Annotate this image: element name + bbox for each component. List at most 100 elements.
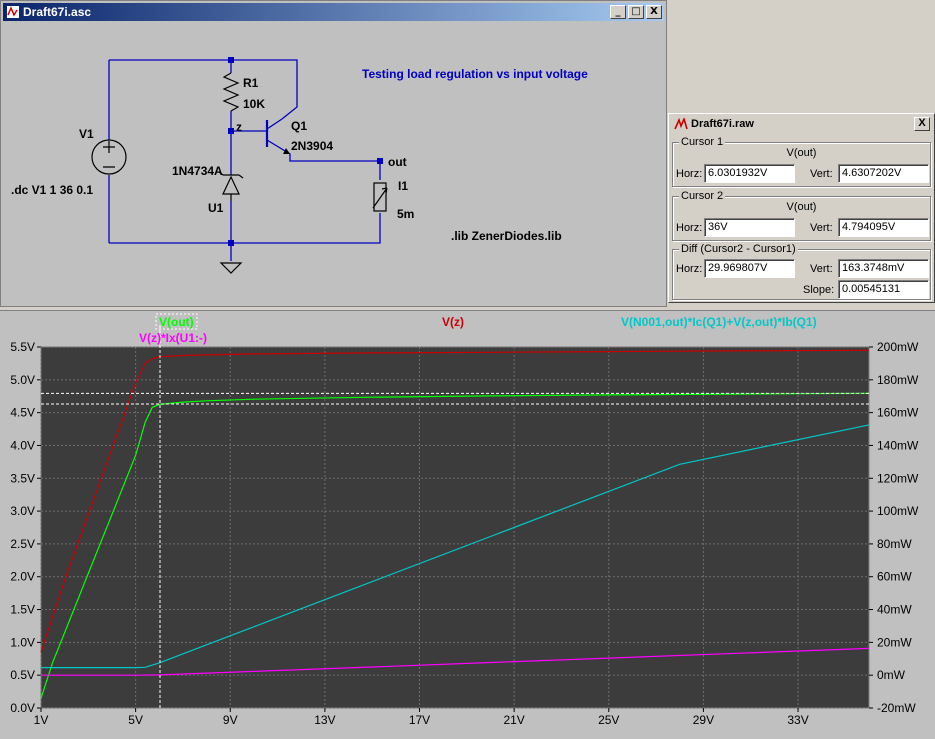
cursor-titlebar[interactable]: Draft67i.raw X bbox=[671, 116, 932, 133]
series-line-0 bbox=[40, 392, 870, 699]
y-right-tick-label: 0mW bbox=[877, 668, 906, 682]
schematic-drawing bbox=[91, 57, 388, 274]
cursor2-group-label: Cursor 2 bbox=[679, 190, 726, 202]
close-button[interactable]: X bbox=[646, 5, 662, 19]
legend-label-2: V(N001,out)*Ic(Q1)+V(z,out)*Ib(Q1) bbox=[621, 315, 817, 329]
diff-horz-field[interactable]: 29.969807V bbox=[704, 259, 795, 278]
transistor-arrow-icon bbox=[283, 148, 290, 154]
cursor-window: Draft67i.raw X Cursor 1 V(out) Horz: 6.0… bbox=[668, 113, 935, 303]
legend-selected-box bbox=[155, 313, 198, 330]
y-right-tick-label: 20mW bbox=[877, 635, 912, 649]
legend-label-0: V(out) bbox=[159, 315, 194, 329]
legend-label-1: V(z) bbox=[442, 315, 464, 329]
y-right-tick-label: 160mW bbox=[877, 406, 919, 420]
schematic-canvas[interactable]: Testing load regulation vs input voltage… bbox=[5, 23, 664, 304]
y-right-tick-label: 120mW bbox=[877, 471, 919, 485]
diff-vert-label: Vert: bbox=[810, 263, 833, 275]
i1-label: I1 bbox=[398, 179, 409, 193]
legend-label-3: V(z)*Ix(U1:-) bbox=[139, 331, 207, 345]
q1-label: Q1 bbox=[291, 119, 308, 133]
slope-field[interactable]: 0.00545131 bbox=[838, 280, 929, 299]
diff-group-label: Diff (Cursor2 - Cursor1) bbox=[679, 243, 798, 255]
cursor1-vert-field[interactable]: 4.6307202V bbox=[838, 164, 929, 183]
cursor1-group: Cursor 1 V(out) Horz: 6.0301932V Vert: 4… bbox=[672, 136, 931, 187]
node-out-label: out bbox=[388, 155, 407, 169]
voltage-source-v1-icon bbox=[91, 139, 127, 175]
ground-icon bbox=[219, 262, 243, 274]
zener-label: U1 bbox=[208, 201, 224, 215]
zener-model: 1N4734A bbox=[172, 164, 223, 178]
x-tick-label: 29V bbox=[693, 713, 714, 727]
cursor-title: Draft67i.raw bbox=[691, 118, 754, 130]
y-left-tick-label: 2.0V bbox=[10, 570, 35, 584]
resistor-r1-icon bbox=[222, 72, 240, 112]
y-right-tick-label: 200mW bbox=[877, 340, 919, 354]
ltspice-icon bbox=[7, 6, 19, 18]
y-right-tick-label: 180mW bbox=[877, 373, 919, 387]
minimize-button[interactable]: _ bbox=[610, 5, 626, 19]
cursor1-horz-field[interactable]: 6.0301932V bbox=[704, 164, 795, 183]
x-tick-label: 21V bbox=[503, 713, 524, 727]
waveform-icon bbox=[674, 118, 688, 130]
v1-label: V1 bbox=[79, 127, 94, 141]
diff-vert-field[interactable]: 163.3748mV bbox=[838, 259, 929, 278]
x-tick-label: 13V bbox=[314, 713, 335, 727]
q1-model: 2N3904 bbox=[291, 139, 334, 153]
y-left-tick-label: 4.0V bbox=[10, 438, 35, 452]
y-left-tick-label: 5.0V bbox=[10, 373, 35, 387]
x-tick-label: 5V bbox=[128, 713, 143, 727]
zener-diode-u1-icon bbox=[218, 171, 244, 201]
cursor2-trace: V(out) bbox=[786, 201, 817, 213]
y-left-tick-label: 0.5V bbox=[10, 668, 35, 682]
schematic-titlebar[interactable]: Draft67i.asc _ □ X bbox=[3, 3, 664, 21]
dc-directive: .dc V1 1 36 0.1 bbox=[11, 183, 94, 197]
maximize-button[interactable]: □ bbox=[628, 5, 644, 19]
x-tick-label: 1V bbox=[34, 713, 49, 727]
node-z-label: z bbox=[236, 120, 242, 134]
cursor1-trace: V(out) bbox=[786, 147, 817, 159]
r1-label: R1 bbox=[243, 76, 259, 90]
cursor1-group-label: Cursor 1 bbox=[679, 136, 726, 148]
cursor1-horz-label: Horz: bbox=[676, 168, 703, 180]
plot-area bbox=[40, 346, 870, 709]
slope-label: Slope: bbox=[803, 284, 835, 296]
y-left-tick-label: 0.0V bbox=[10, 701, 35, 715]
y-left-tick-label: 4.5V bbox=[10, 406, 35, 420]
y-left-tick-label: 3.5V bbox=[10, 471, 35, 485]
cursor2-group: Cursor 2 V(out) Horz: 36V Vert: 4.794095… bbox=[672, 190, 931, 241]
diff-horz-label: Horz: bbox=[676, 263, 703, 275]
cursor2-horz-label: Horz: bbox=[676, 222, 703, 234]
i1-value: 5m bbox=[397, 207, 415, 221]
x-tick-label: 9V bbox=[223, 713, 238, 727]
y-right-tick-label: 100mW bbox=[877, 504, 919, 518]
series-line-2 bbox=[41, 424, 870, 669]
y-left-tick-label: 1.5V bbox=[10, 603, 35, 617]
schematic-title: Draft67i.asc bbox=[23, 5, 92, 19]
cursor2-vert-field[interactable]: 4.794095V bbox=[838, 218, 929, 237]
series-line-1 bbox=[40, 349, 870, 653]
wire-top bbox=[109, 59, 298, 120]
y-right-tick-label: 140mW bbox=[877, 438, 919, 452]
x-tick-label: 25V bbox=[598, 713, 619, 727]
cursor2-vert-label: Vert: bbox=[810, 222, 833, 234]
y-right-tick-label: 60mW bbox=[877, 570, 912, 584]
waveform-chart[interactable]: 0.0V 0.5V 1.0V 1.5V 2.0V 2.5V 3.0V 3.5V 4.0V 4.5V… bbox=[0, 311, 935, 739]
y-right-tick-label: 40mW bbox=[877, 603, 912, 617]
y-left-tick-label: 5.5V bbox=[10, 340, 35, 354]
y-left-tick-label: 1.0V bbox=[10, 635, 35, 649]
close-button[interactable]: X bbox=[914, 117, 930, 131]
schematic-annotation: Testing load regulation vs input voltage bbox=[362, 67, 588, 81]
y-right-tick-label: -20mW bbox=[877, 701, 916, 715]
y-left-tick-label: 3.0V bbox=[10, 504, 35, 518]
r1-value: 10K bbox=[243, 97, 266, 111]
cursor1-vert-label: Vert: bbox=[810, 168, 833, 180]
waveform-plot-pane[interactable]: 0.0V 0.5V 1.0V 1.5V 2.0V 2.5V 3.0V 3.5V 4.0V 4.5V… bbox=[0, 310, 935, 739]
x-tick-label: 17V bbox=[409, 713, 430, 727]
wire-bottom bbox=[109, 216, 381, 244]
y-right-tick-label: 80mW bbox=[877, 537, 912, 551]
cursor2-horz-field[interactable]: 36V bbox=[704, 218, 795, 237]
x-tick-label: 33V bbox=[787, 713, 808, 727]
y-left-tick-label: 2.5V bbox=[10, 537, 35, 551]
lib-directive: .lib ZenerDiodes.lib bbox=[451, 229, 562, 243]
diff-group: Diff (Cursor2 - Cursor1) Horz: 29.969807… bbox=[672, 243, 931, 300]
